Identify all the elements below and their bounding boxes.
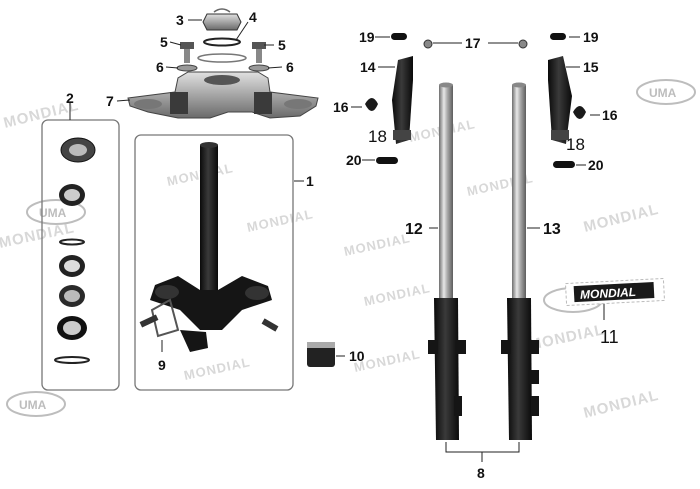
callout-2: 2 (66, 90, 74, 106)
grommet-top-left (391, 33, 407, 40)
right-fork-leg (501, 82, 539, 440)
fork-reflector-right (573, 106, 586, 119)
mondial-decal: MONDIAL (564, 277, 666, 307)
watermark-text: MONDIAL (527, 321, 606, 354)
reflector (307, 342, 335, 367)
callout-15: 15 (583, 59, 599, 75)
callout-11: 11 (600, 327, 619, 347)
grommet-bottom-right (553, 161, 575, 168)
callout-12: 12 (405, 221, 423, 238)
pinch-bolt-left (176, 42, 198, 72)
callout-5: 5 (160, 34, 168, 50)
leader-lines (69, 19, 605, 462)
fork-reflector-left (365, 98, 378, 111)
callout-14: 14 (360, 59, 376, 75)
callout-8: 8 (477, 465, 485, 481)
svg-text:UMA: UMA (39, 206, 67, 220)
steering-stem-box (134, 134, 294, 391)
upper-triple-clamp (127, 71, 319, 119)
callout-18: 18 (368, 127, 387, 146)
stem-ring (197, 53, 247, 63)
callout-17: 17 (465, 35, 481, 51)
callout-10: 10 (349, 348, 365, 364)
watermark-text: MONDIAL (363, 280, 432, 309)
stem-washer (203, 37, 241, 47)
stem-nut (202, 8, 242, 31)
callout-16: 16 (602, 107, 618, 123)
watermark-text: MONDIAL (582, 387, 661, 422)
uma-logo: UMA (6, 391, 66, 417)
callout-20: 20 (588, 157, 604, 173)
callout-20: 20 (346, 152, 362, 168)
svg-text:UMA: UMA (19, 398, 47, 412)
pinch-bolt-right (248, 42, 270, 72)
uma-logo: UMA (26, 199, 86, 225)
watermark-layer: MONDIAL MONDIAL MONDIAL MONDIAL MONDIAL … (0, 79, 696, 422)
callout-4: 4 (249, 9, 257, 25)
watermark-text: MONDIAL (343, 230, 412, 259)
uma-logo: UMA (636, 79, 696, 105)
fork-cover-right (548, 56, 572, 144)
callout-3: 3 (176, 12, 184, 28)
callout-16: 16 (333, 99, 349, 115)
callout-9: 9 (158, 357, 166, 373)
callout-6: 6 (286, 59, 294, 75)
callout-5: 5 (278, 37, 286, 53)
callout-1: 1 (306, 173, 314, 189)
cover-bolt-left (423, 39, 433, 49)
callout-18: 18 (566, 135, 585, 154)
grommet-top-right (550, 33, 566, 40)
watermark-text: MONDIAL (582, 201, 661, 236)
callout-6: 6 (156, 59, 164, 75)
cover-bolt-right (518, 39, 528, 49)
callout-7: 7 (106, 93, 114, 109)
svg-text:UMA: UMA (649, 86, 677, 100)
callout-numbers: 3 4 5 5 6 6 7 2 1 9 10 12 13 19 19 17 14… (66, 9, 619, 481)
left-fork-leg (428, 82, 466, 440)
bearing-kit-parts (54, 137, 96, 364)
decal-text: MONDIAL (580, 285, 637, 302)
callout-19: 19 (583, 29, 599, 45)
grommet-bottom-left (376, 157, 398, 164)
bearing-kit-box (41, 119, 120, 391)
fork-cover-left (392, 56, 413, 144)
steering-stem (139, 142, 279, 352)
watermark-text: MONDIAL (246, 206, 315, 235)
callout-19: 19 (359, 29, 375, 45)
watermark-text: MONDIAL (183, 354, 252, 383)
callout-13: 13 (543, 221, 561, 238)
